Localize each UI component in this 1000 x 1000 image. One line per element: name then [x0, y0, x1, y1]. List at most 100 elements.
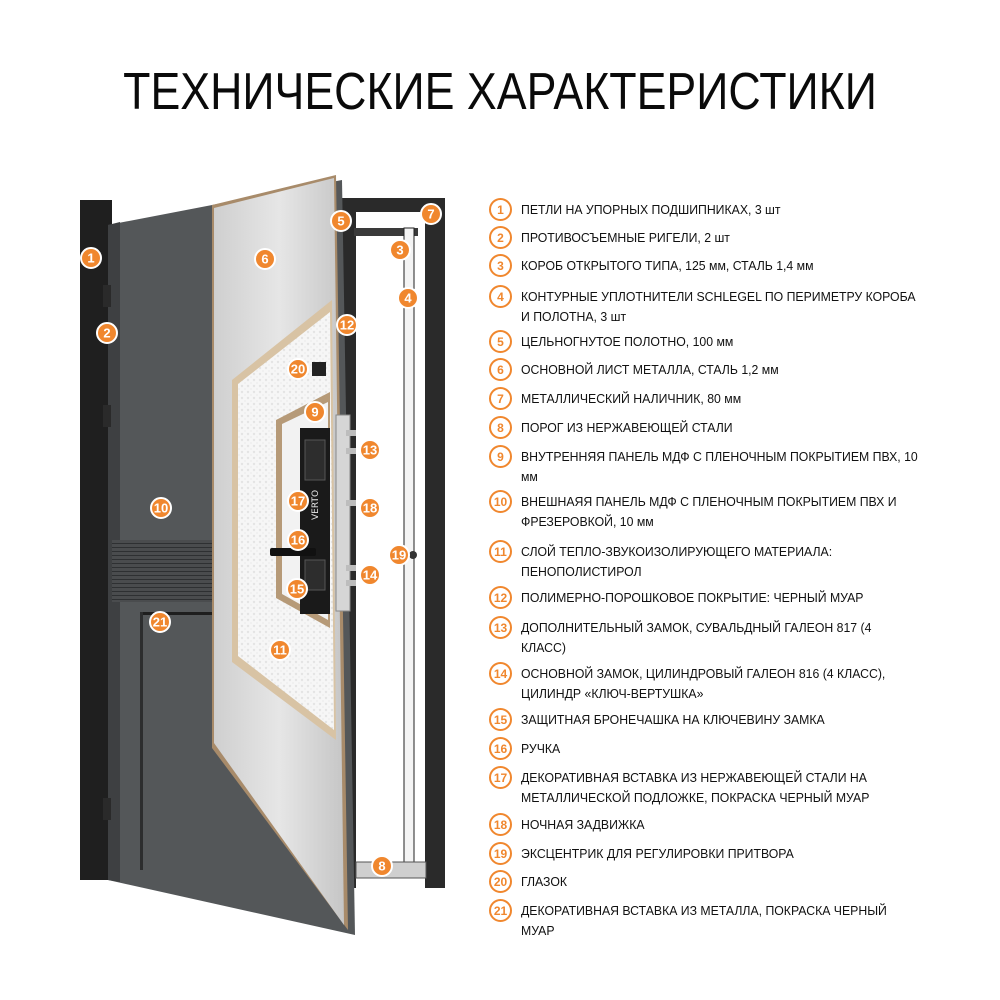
spec-number-badge: 1	[489, 198, 512, 221]
spec-number-badge: 18	[489, 813, 512, 836]
marker-6: 6	[254, 248, 276, 270]
door-diagram: VERTO 1 2 3 4 5 6 7 8 9 10 11 12 13 14 1…	[80, 175, 445, 935]
marker-15: 15	[286, 578, 308, 600]
page-title: ТЕХНИЧЕСКИЕ ХАРАКТЕРИСТИКИ	[123, 63, 877, 121]
svg-text:5: 5	[337, 214, 344, 229]
svg-text:6: 6	[261, 252, 268, 267]
spec-text: ЭКСЦЕНТРИК ДЛЯ РЕГУЛИРОВКИ ПРИТВОРА	[521, 846, 794, 861]
door-brand-text: VERTO	[311, 490, 321, 520]
spec-number-badge: 15	[489, 708, 512, 731]
svg-text:18: 18	[363, 501, 377, 516]
spec-text: ОСНОВНОЙ ЗАМОК, ЦИЛИНДРОВЫЙ ГАЛЕОН 816 (…	[521, 666, 886, 701]
svg-text:2: 2	[103, 326, 110, 341]
svg-text:3: 3	[396, 243, 403, 258]
svg-text:21: 21	[153, 615, 167, 630]
spec-number-badge: 17	[489, 766, 512, 789]
svg-text:19: 19	[392, 548, 406, 563]
svg-text:17: 17	[291, 494, 305, 509]
spec-text: ОСНОВНОЙ ЛИСТ МЕТАЛЛА, СТАЛЬ 1,2 мм	[521, 362, 779, 377]
spec-number-badge: 12	[489, 586, 512, 609]
svg-text:1: 1	[87, 251, 94, 266]
svg-text:16: 16	[291, 533, 305, 548]
spec-text: ПОЛИМЕРНО-ПОРОШКОВОЕ ПОКРЫТИЕ: ЧЕРНЫЙ МУ…	[521, 590, 864, 605]
spec-item: 3 КОРОБ ОТКРЫТОГО ТИПА, 125 мм, СТАЛЬ 1,4…	[489, 254, 949, 277]
spec-text: ПОРОГ ИЗ НЕРЖАВЕЮЩЕЙ СТАЛИ	[521, 420, 733, 435]
marker-16: 16	[287, 529, 309, 551]
marker-4: 4	[397, 287, 419, 309]
spec-text: МЕТАЛЛИЧЕСКИЙ НАЛИЧНИК, 80 мм	[521, 391, 742, 406]
spec-item: 4 КОНТУРНЫЕ УПЛОТНИТЕЛИ SCHLEGEL ПО ПЕРИМ…	[489, 285, 949, 327]
spec-number-badge: 14	[489, 662, 512, 685]
spec-number-badge: 8	[489, 416, 512, 439]
spec-text: ПРОТИВОСЪЕМНЫЕ РИГЕЛИ, 2 шт	[521, 230, 730, 245]
svg-text:13: 13	[363, 443, 377, 458]
spec-text: ПЕТЛИ НА УПОРНЫХ ПОДШИПНИКАХ, 3 шт	[521, 202, 781, 217]
marker-2: 2	[96, 322, 118, 344]
svg-text:14: 14	[363, 568, 378, 583]
marker-18: 18	[359, 497, 381, 519]
marker-21: 21	[149, 611, 171, 633]
svg-text:10: 10	[154, 501, 168, 516]
spec-text: ДЕКОРАТИВНАЯ ВСТАВКА ИЗ МЕТАЛЛА, ПОКРАСК…	[521, 903, 887, 938]
marker-17: 17	[287, 490, 309, 512]
svg-text:11: 11	[273, 643, 287, 658]
spec-number-badge: 19	[489, 842, 512, 865]
spec-number-badge: 10	[489, 490, 512, 513]
spec-number-badge: 11	[489, 540, 512, 563]
svg-text:7: 7	[427, 207, 434, 222]
marker-3: 3	[389, 239, 411, 261]
spec-number-badge: 20	[489, 870, 512, 893]
spec-number-badge: 4	[489, 285, 512, 308]
marker-9: 9	[304, 401, 326, 423]
spec-text: ГЛАЗОК	[521, 874, 568, 889]
svg-text:9: 9	[311, 405, 318, 420]
marker-20: 20	[287, 358, 309, 380]
spec-text: ДЕКОРАТИВНАЯ ВСТАВКА ИЗ НЕРЖАВЕЮЩЕЙ СТАЛ…	[521, 770, 870, 805]
spec-number-badge: 21	[489, 899, 512, 922]
spec-item: 6 ОСНОВНОЙ ЛИСТ МЕТАЛЛА, СТАЛЬ 1,2 мм	[489, 358, 949, 381]
spec-item: 10 ВНЕШНАЯЯ ПАНЕЛЬ МДФ С ПЛЕНОЧНЫМ ПОКРЫТ…	[489, 490, 949, 532]
spec-item: 14 ОСНОВНОЙ ЗАМОК, ЦИЛИНДРОВЫЙ ГАЛЕОН 816…	[489, 662, 949, 704]
callout-markers: 1 2 3 4 5 6 7 8 9 10 11 12 13 14 15 16 1…	[80, 203, 442, 877]
spec-item: 9 ВНУТРЕННЯЯ ПАНЕЛЬ МДФ С ПЛЕНОЧНЫМ ПОКРЫ…	[489, 445, 949, 487]
spec-text: НОЧНАЯ ЗАДВИЖКА	[521, 817, 645, 832]
spec-text: ВНУТРЕННЯЯ ПАНЕЛЬ МДФ С ПЛЕНОЧНЫМ ПОКРЫТ…	[521, 449, 918, 484]
spec-text: ВНЕШНАЯЯ ПАНЕЛЬ МДФ С ПЛЕНОЧНЫМ ПОКРЫТИЕ…	[521, 494, 897, 529]
spec-item: 2 ПРОТИВОСЪЕМНЫЕ РИГЕЛИ, 2 шт	[489, 226, 949, 249]
spec-item: 16 РУЧКА	[489, 737, 949, 760]
marker-1: 1	[80, 247, 102, 269]
marker-13: 13	[359, 439, 381, 461]
spec-item: 20 ГЛАЗОК	[489, 870, 949, 893]
spec-number-badge: 9	[489, 445, 512, 468]
marker-5: 5	[330, 210, 352, 232]
spec-item: 17 ДЕКОРАТИВНАЯ ВСТАВКА ИЗ НЕРЖАВЕЮЩЕЙ СТ…	[489, 766, 949, 808]
marker-8: 8	[371, 855, 393, 877]
marker-7: 7	[420, 203, 442, 225]
marker-12: 12	[336, 314, 358, 336]
spec-text: СЛОЙ ТЕПЛО-ЗВУКОИЗОЛИРУЮЩЕГО МАТЕРИАЛА: …	[521, 544, 833, 579]
spec-text: КОНТУРНЫЕ УПЛОТНИТЕЛИ SCHLEGEL ПО ПЕРИМЕ…	[521, 289, 916, 324]
svg-text:12: 12	[340, 318, 354, 333]
spec-item: 12 ПОЛИМЕРНО-ПОРОШКОВОЕ ПОКРЫТИЕ: ЧЕРНЫЙ …	[489, 586, 949, 609]
spec-text: КОРОБ ОТКРЫТОГО ТИПА, 125 мм, СТАЛЬ 1,4 …	[521, 258, 814, 273]
spec-number-badge: 2	[489, 226, 512, 249]
spec-number-badge: 16	[489, 737, 512, 760]
svg-text:8: 8	[378, 859, 385, 874]
spec-number-badge: 3	[489, 254, 512, 277]
spec-item: 8 ПОРОГ ИЗ НЕРЖАВЕЮЩЕЙ СТАЛИ	[489, 416, 949, 439]
spec-text: ЦЕЛЬНОГНУТОЕ ПОЛОТНО, 100 мм	[521, 334, 734, 349]
spec-item: 18 НОЧНАЯ ЗАДВИЖКА	[489, 813, 949, 836]
marker-19: 19	[388, 544, 410, 566]
spec-item: 1 ПЕТЛИ НА УПОРНЫХ ПОДШИПНИКАХ, 3 шт	[489, 198, 949, 221]
svg-text:15: 15	[290, 582, 304, 597]
marker-11: 11	[269, 639, 291, 661]
spec-item: 21 ДЕКОРАТИВНАЯ ВСТАВКА ИЗ МЕТАЛЛА, ПОКРА…	[489, 899, 949, 941]
spec-number-badge: 6	[489, 358, 512, 381]
spec-text: РУЧКА	[521, 741, 561, 756]
marker-10: 10	[150, 497, 172, 519]
spec-number-badge: 13	[489, 616, 512, 639]
